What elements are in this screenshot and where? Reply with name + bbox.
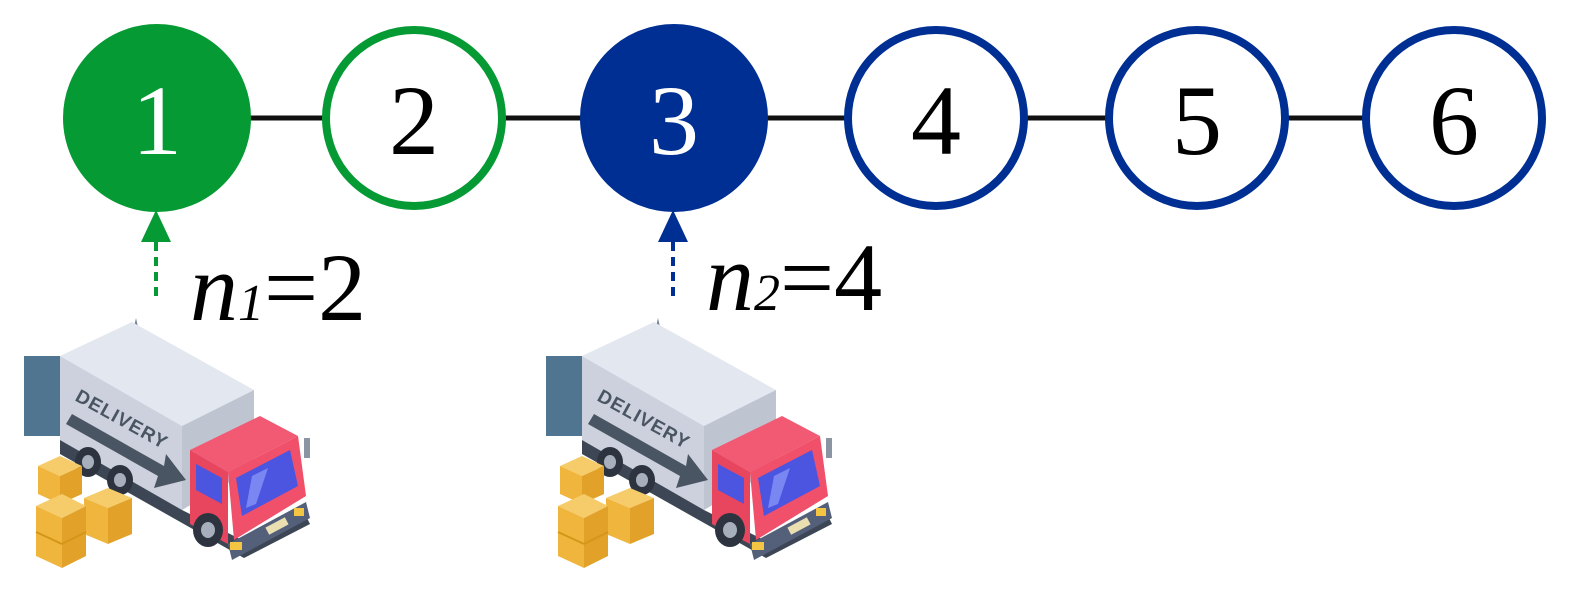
value: 2 bbox=[318, 234, 366, 341]
arrowhead-icon bbox=[658, 210, 688, 242]
dispatch-arrow-2 bbox=[658, 210, 688, 296]
node-label: 6 bbox=[1429, 65, 1479, 176]
equals-sign: = bbox=[264, 234, 318, 341]
variable: n bbox=[190, 234, 238, 341]
assignment-label-1: n1=2 bbox=[190, 234, 366, 341]
node-label: 5 bbox=[1172, 65, 1222, 176]
node-6: 6 bbox=[1362, 26, 1546, 210]
node-3: 3 bbox=[580, 24, 768, 212]
dispatch-arrow-1 bbox=[141, 210, 171, 296]
delivery-truck-icon: DELIVERY bbox=[23, 317, 311, 569]
subscript: 1 bbox=[238, 275, 264, 332]
node-5: 5 bbox=[1105, 26, 1289, 210]
node-label: 3 bbox=[649, 65, 699, 176]
node-label: 2 bbox=[389, 65, 439, 176]
node-label: 1 bbox=[132, 65, 182, 176]
node-2: 2 bbox=[322, 26, 506, 210]
node-4: 4 bbox=[844, 26, 1028, 210]
variable: n bbox=[706, 224, 754, 331]
graph-nodes: 1 2 3 4 5 6 bbox=[63, 24, 1546, 212]
subscript: 2 bbox=[754, 265, 780, 322]
arrowhead-icon bbox=[141, 210, 171, 242]
value: 4 bbox=[834, 224, 882, 331]
node-label: 4 bbox=[911, 65, 961, 176]
node-1: 1 bbox=[63, 24, 251, 212]
equals-sign: = bbox=[780, 224, 834, 331]
delivery-truck-icon: DELIVERY bbox=[545, 317, 833, 569]
assignment-label-2: n2=4 bbox=[706, 224, 882, 331]
